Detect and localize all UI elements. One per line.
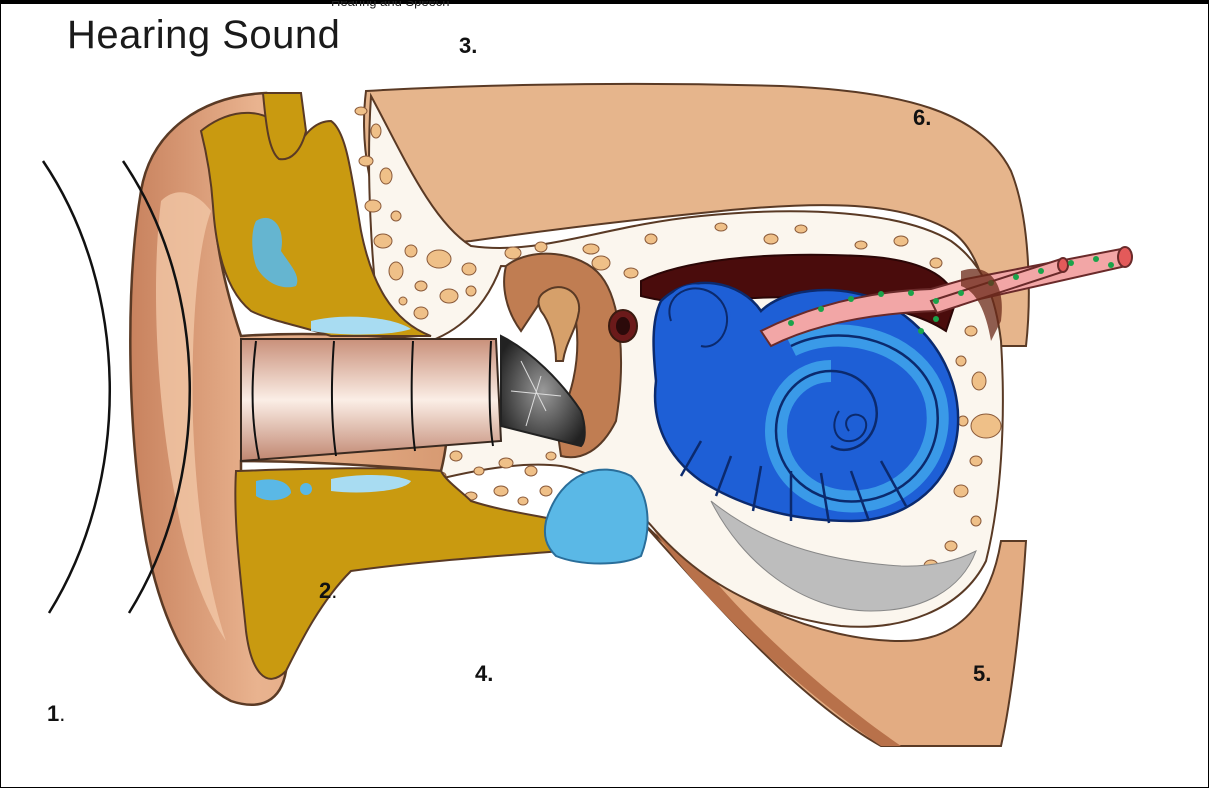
label-4: 4.	[475, 661, 493, 687]
label-1: 1.	[47, 701, 65, 727]
label-3: 3.	[459, 33, 477, 59]
diagram-title: Hearing Sound	[67, 13, 340, 58]
label-6: 6.	[913, 105, 931, 131]
cartilage-lower	[235, 468, 561, 679]
malleus	[539, 287, 580, 361]
label-2: 2.	[319, 578, 337, 604]
top-caption: Hearing and Speech	[331, 0, 450, 9]
label-5: 5.	[973, 661, 991, 687]
eustachian-blob	[545, 470, 648, 564]
ear-canal	[241, 339, 501, 461]
